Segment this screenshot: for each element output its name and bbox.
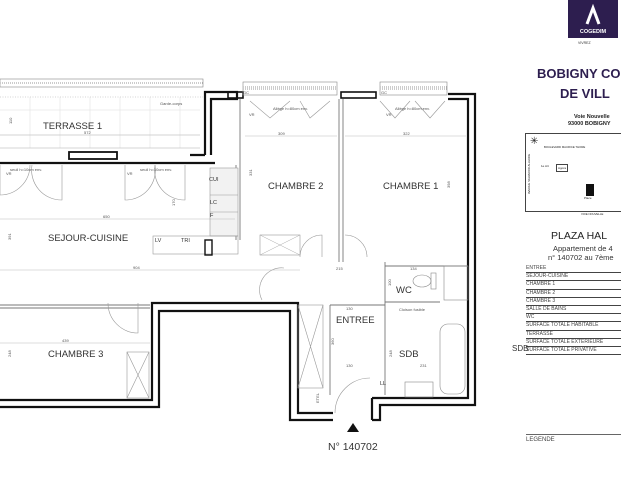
- table-row: SURFACE TOTALE EXTERIEURE: [526, 339, 621, 347]
- dim-sejour-w2: 904: [133, 265, 140, 270]
- map-street-bottom: VOIE NOUVELLE: [581, 212, 604, 216]
- dim-hall-w: 215: [336, 266, 343, 271]
- label-vr-4: VR: [386, 112, 392, 117]
- map-label-agora: Agora: [556, 164, 569, 172]
- label-vr-1: VR: [6, 171, 12, 176]
- room-sdb: SDB: [399, 349, 419, 360]
- room-chambre-2: CHAMBRE 2: [268, 181, 323, 192]
- dim-wc-w: 134: [410, 266, 417, 271]
- label-cui: CUI: [209, 177, 219, 183]
- dim-chambre2-w: 309: [278, 131, 285, 136]
- label-cloison: Cloison fusible: [399, 307, 426, 312]
- dim-terrasse-w: 572: [84, 130, 91, 135]
- door-swings: [0, 164, 371, 414]
- table-row: CHAMBRE 3: [526, 298, 621, 306]
- dim-sejour-h: 391: [7, 233, 12, 240]
- label-garde-corps: Garde-corps: [160, 101, 182, 106]
- dim-chambre3-w: 439: [62, 338, 69, 343]
- dim-terrasse-h: 110: [8, 117, 13, 124]
- table-row: TERRASSE: [526, 331, 621, 339]
- dim-chambre2-h: 331: [248, 169, 253, 176]
- map-building-highlight: [586, 184, 594, 196]
- map-label-place: Place: [584, 196, 592, 200]
- table-row: CHAMBRE 1: [526, 281, 621, 290]
- dim-chambre3-h: 248: [7, 350, 12, 357]
- lot-number: N° 140702: [328, 441, 378, 453]
- dim-chambre1-w: 322: [403, 131, 410, 136]
- map-street-top: BOULEVARD MAURICE THORE: [544, 145, 586, 149]
- label-lv: LV: [155, 238, 162, 244]
- table-row: CHAMBRE 2: [526, 290, 621, 298]
- room-chambre-3: CHAMBRE 3: [48, 349, 103, 360]
- program-title-2: DE VILL: [560, 86, 610, 101]
- table-row: SALLE DE BAINS: [526, 306, 621, 315]
- program-title-1: BOBIGNY CO: [537, 66, 621, 81]
- map-label-art: 1e Art: [541, 164, 549, 168]
- dim-sejour-w: 650: [103, 214, 110, 219]
- label-allege-1: Allège h=80cm env.: [273, 106, 308, 111]
- sanitary-fixtures: [404, 265, 469, 398]
- address-line-2: 93000 BOBIGNY: [568, 121, 611, 127]
- dimension-lines: [0, 134, 466, 344]
- partitions: [0, 99, 468, 395]
- label-tri: TRI: [181, 238, 190, 244]
- legend-title: LEGENDE: [526, 434, 621, 443]
- dim-wc-h: 100: [387, 279, 392, 286]
- dim-entree-w2: 130: [346, 363, 353, 368]
- table-row: SURFACE TOTALE PRIVATIVE: [526, 347, 621, 356]
- room-terrasse: TERRASSE 1: [43, 121, 102, 132]
- brand-name: COGEDIM: [579, 29, 607, 35]
- dim-entree-w: 130: [346, 306, 353, 311]
- wardrobes: [126, 304, 324, 399]
- label-allege-2: Allège h=80cm env.: [395, 106, 430, 111]
- room-wc: WC: [396, 285, 412, 296]
- label-vr-2: VR: [127, 171, 133, 176]
- compass-icon: ✳: [530, 136, 539, 147]
- table-row: WC: [526, 314, 621, 323]
- surface-table: ENTREE SEJOUR-CUISINE CHAMBRE 1 CHAMBRE …: [526, 265, 621, 356]
- apartment-type: Appartement de 4: [553, 244, 613, 253]
- label-ll: LL: [380, 381, 386, 387]
- address-line-1: Voie Nouvelle: [574, 114, 610, 120]
- label-f: F: [210, 213, 214, 219]
- label-etel: ETEL: [315, 392, 320, 403]
- site-map: ✳ BOULEVARD MAURICE THORE AVENUE SALVADO…: [525, 133, 621, 216]
- entrance-marker: [347, 423, 359, 432]
- table-row: SEJOUR-CUISINE: [526, 273, 621, 282]
- label-seuil-2: seuil h=10cm env.: [140, 167, 172, 172]
- label-seuil-1: seuil h=10cm env.: [10, 167, 42, 172]
- table-row: SURFACE TOTALE HABITABLE: [526, 322, 621, 331]
- logo-mark-icon: [585, 3, 601, 25]
- table-row: ENTREE: [526, 265, 621, 274]
- label-gc-2: GC: [381, 90, 387, 95]
- room-sejour: SEJOUR-CUISINE: [48, 233, 128, 244]
- label-vr-3: VR: [249, 112, 255, 117]
- walls: [0, 90, 477, 422]
- kitchen-counter: [152, 167, 301, 256]
- terrace-railing: [0, 78, 204, 98]
- label-lc: LC: [210, 200, 217, 206]
- side-label-sdb: SDB: [512, 344, 529, 353]
- brand-tagline: VIVREZ: [578, 41, 591, 45]
- dim-sdb-h: 248: [388, 350, 393, 357]
- map-street-left: AVENUE SALVADOR ALLENDE: [527, 153, 531, 194]
- building-name: PLAZA HAL: [551, 230, 608, 242]
- dim-sdb-w: 231: [420, 363, 427, 368]
- room-entree: ENTREE: [336, 315, 375, 326]
- dim-cuisine-h: 170: [171, 199, 176, 206]
- dim-chambre1-h: 398: [446, 181, 451, 188]
- cogedim-logo: COGEDIM: [568, 0, 618, 38]
- dim-entree-h: 360: [330, 338, 335, 345]
- apartment-floor: n° 140702 au 7ème: [548, 253, 614, 262]
- bedroom-windows: [242, 81, 448, 119]
- label-gc-1: GC: [243, 90, 249, 95]
- room-chambre-1: CHAMBRE 1: [383, 181, 438, 192]
